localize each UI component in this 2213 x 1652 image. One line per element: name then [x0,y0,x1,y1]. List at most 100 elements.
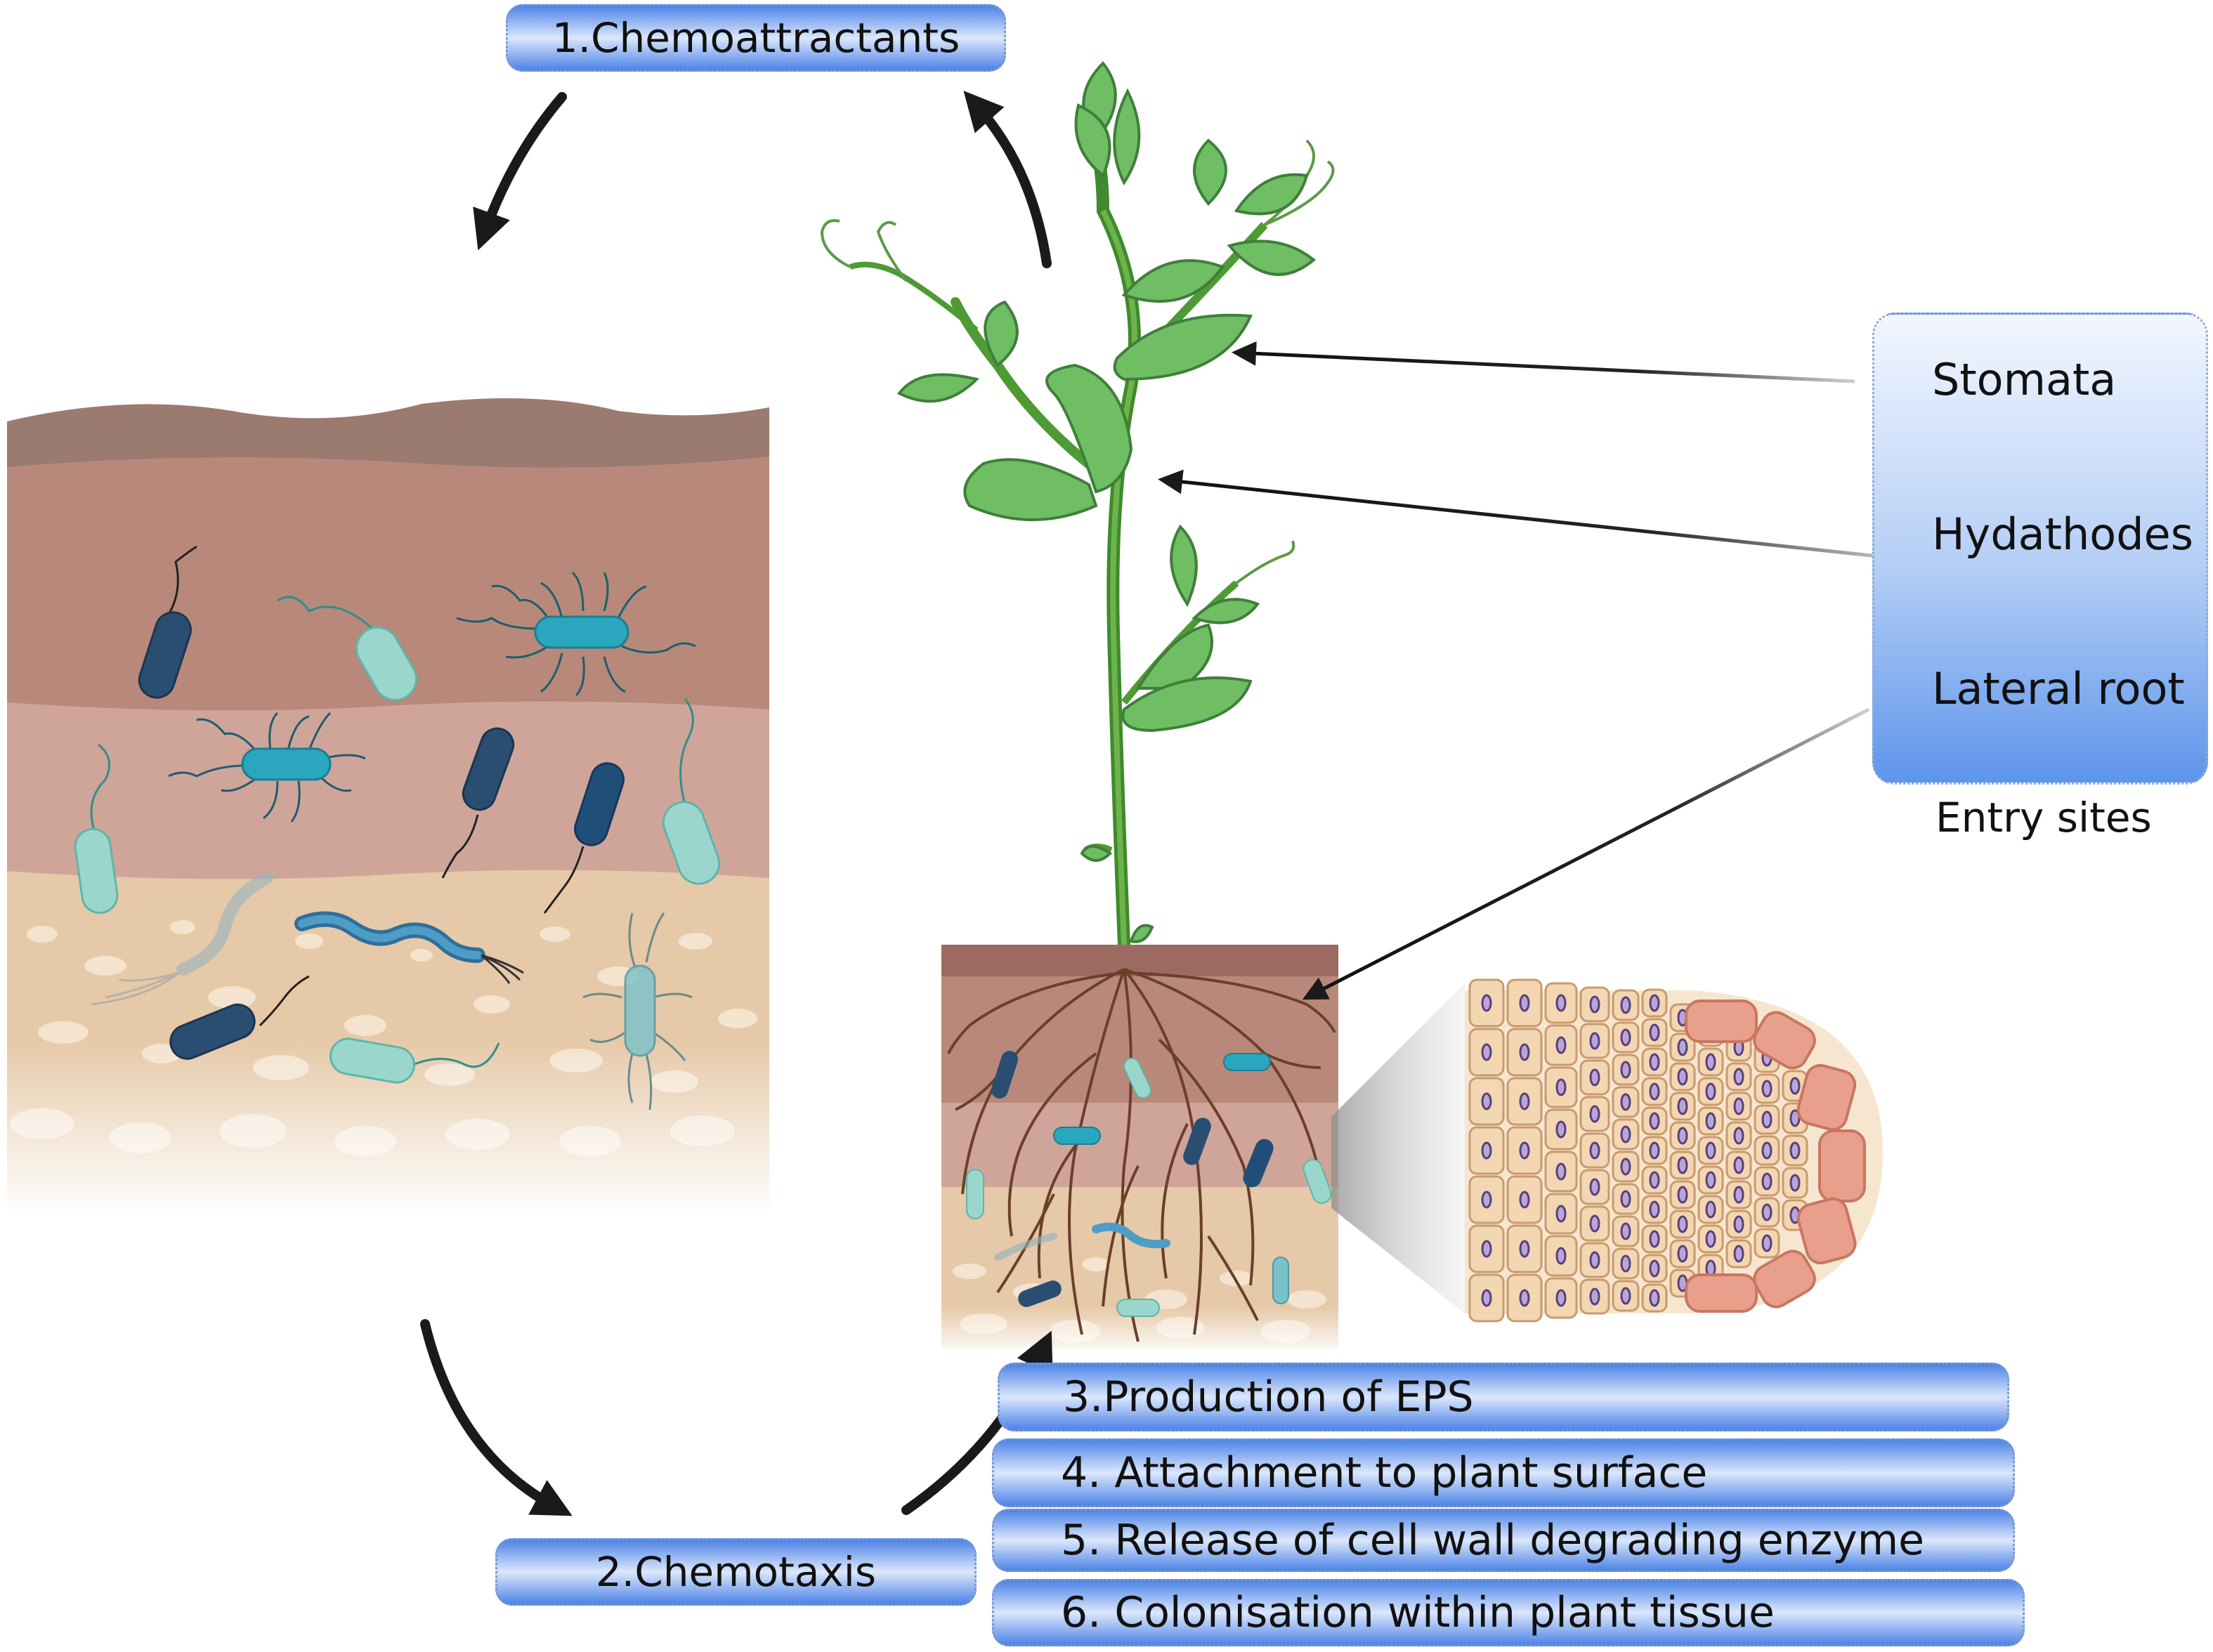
cell-nucleus [1481,1289,1492,1307]
cell-nucleus [1589,1251,1600,1269]
cell-nucleus [1555,1162,1567,1181]
rod-bacterium-navy [138,545,197,699]
pointer-stomata [1232,341,1855,383]
cell-nucleus [1589,1068,1600,1087]
cell-nucleus [1705,1053,1716,1071]
cell-nucleus [1620,1190,1631,1208]
cell-nucleus [1481,1191,1492,1209]
cell-nucleus [1677,1068,1688,1086]
cell-nucleus [1519,1191,1530,1209]
root-cap-cells [1685,999,1866,1313]
zoom-cone [1331,983,1465,1313]
arrow-soil-to-chemotaxis [420,1319,573,1516]
cell-nucleus [1481,1043,1492,1061]
cell-nucleus [1519,1240,1530,1258]
cell-nucleus [1589,1178,1600,1196]
cell-nucleus [1620,1125,1631,1143]
cell-nucleus [1677,1127,1688,1145]
step-6-colonisation: 6. Colonisation within plant tissue [992,1579,2025,1646]
cell-nucleus [1555,1247,1567,1265]
cell-nucleus [1649,1200,1660,1219]
entry-site-lateral-root: Lateral root [1932,663,2185,714]
cell-nucleus [1705,1082,1716,1101]
cell-nucleus [1589,1105,1600,1123]
rod-bacterium-navy [169,975,310,1060]
curved-bacterium-mint [329,1037,500,1084]
root-bacteria [966,1051,1332,1317]
arrow-plant-to-chemoattractants [963,91,1052,268]
cell-nucleus [1519,1043,1530,1061]
step-5-label: 5. Release of cell wall degrading enzyme [1061,1516,1925,1565]
entry-sites-caption: Entry sites [1935,794,2152,841]
cell-nucleus [1589,1287,1600,1306]
step-3-label: 3.Production of EPS [1063,1372,1474,1422]
cell-nucleus [1481,1240,1492,1258]
root-tip-cells [1465,978,1883,1323]
cell-nucleus [1620,1061,1631,1079]
curved-bacterium-mint [74,743,119,914]
cell-nucleus [1519,1092,1530,1110]
step-1-label: 1.Chemoattractants [551,14,960,62]
plant-leaves [896,61,1317,943]
cell-nucleus [1620,1158,1631,1176]
root-system [947,968,1336,1342]
cell-nucleus [1733,1127,1744,1145]
cell-nucleus [1589,1141,1600,1160]
cell-nucleus [1519,994,1530,1012]
plant [820,61,1335,951]
cell-nucleus [1519,1289,1530,1307]
curved-bacterium-mint [277,596,417,702]
cell-nucleus [1733,1068,1744,1086]
spiral-bacterium-blue [294,911,524,984]
cell-nucleus [1649,994,1660,1012]
cell-nucleus [1620,1287,1631,1305]
flagellated-bacterium-faded [582,912,693,1110]
cell-nucleus [1677,1215,1688,1233]
entry-sites-panel [1872,313,2208,785]
cell-nucleus [1555,1205,1567,1223]
soil-cross-section [7,398,769,1215]
cell-nucleus [1620,1093,1631,1111]
cell-nucleus [1649,1289,1660,1307]
cell-nucleus [1589,995,1600,1014]
cell-nucleus [1677,1038,1688,1056]
rod-bacterium-navy [543,762,625,914]
step-4-label: 4. Attachment to plant surface [1061,1448,1708,1497]
rod-bacterium-navy [441,727,515,879]
root-cell-grid [1468,978,1808,1323]
step-2-chemotaxis: 2.Chemotaxis [495,1538,977,1606]
cell-nucleus [1555,1078,1567,1096]
curved-bacterium-mint [662,698,721,885]
cell-nucleus [1733,1186,1744,1204]
cell-nucleus [1555,1036,1567,1054]
cell-nucleus [1677,1186,1688,1204]
flagellated-bacterium-teal [168,712,366,822]
cell-nucleus [1589,1214,1600,1233]
cell-nucleus [1677,1245,1688,1263]
cell-nucleus [1649,1023,1660,1042]
cell-nucleus [1705,1230,1716,1248]
cell-nucleus [1481,994,1492,1012]
cell-nucleus [1555,994,1567,1012]
spiral-bacterium-faded [91,872,273,1006]
cell-nucleus [1705,1171,1716,1189]
step-5-enzyme-release: 5. Release of cell wall degrading enzyme [992,1509,2015,1572]
step-2-label: 2.Chemotaxis [595,1548,877,1596]
cell-nucleus [1481,1141,1492,1160]
cell-nucleus [1789,1141,1801,1160]
cell-nucleus [1620,996,1631,1014]
cell-nucleus [1620,1254,1631,1273]
cell-nucleus [1649,1053,1660,1071]
cell-nucleus [1481,1092,1492,1110]
cell-nucleus [1649,1082,1660,1101]
cell-nucleus [1519,1141,1530,1160]
cell-nucleus [1761,1203,1773,1221]
cell-nucleus [1620,1028,1631,1047]
cell-nucleus [1620,1222,1631,1240]
cell-nucleus [1555,1289,1567,1307]
entry-site-stomata: Stomata [1932,354,2117,405]
arrow-chemoattractants-to-soil [473,92,567,251]
cell-nucleus [1761,1110,1773,1129]
step-3-production-of-eps: 3.Production of EPS [998,1363,2009,1431]
cell-nucleus [1649,1171,1660,1189]
